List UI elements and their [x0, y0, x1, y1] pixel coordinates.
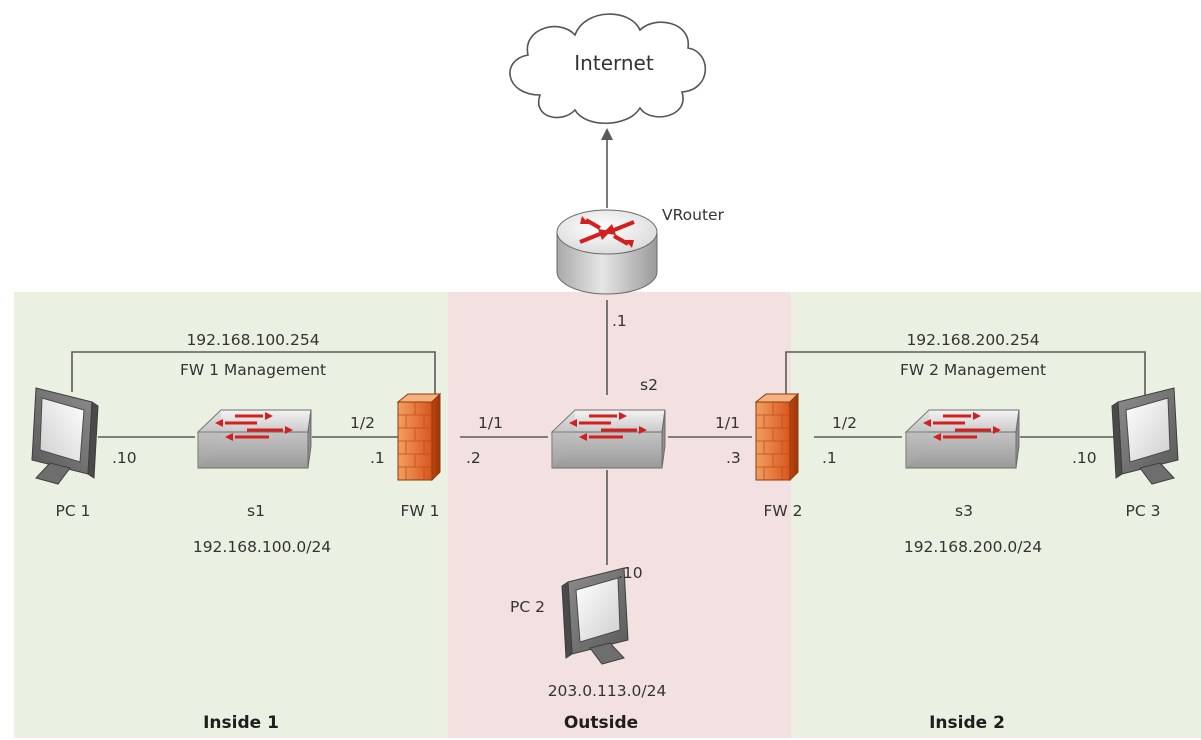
vrouter-label: VRouter [662, 206, 725, 224]
fw1-label: FW 1 [400, 502, 439, 520]
pc2-label: PC 2 [510, 598, 545, 616]
fw1-ip-inside: .1 [370, 449, 385, 467]
pc3-label: PC 3 [1126, 502, 1161, 520]
s2-label: s2 [640, 376, 658, 394]
s3-label: s3 [955, 502, 973, 520]
link-fw2-management [785, 351, 1146, 400]
pc1-label: PC 1 [56, 502, 91, 520]
fw2-ip-inside: .1 [822, 449, 837, 467]
fw1-ip-outside: .2 [466, 449, 481, 467]
switch-icon [550, 408, 667, 470]
internet-label: Internet [574, 51, 654, 75]
pc2-ip: .10 [618, 564, 643, 582]
link-arrow-up [601, 128, 613, 140]
router-icon [556, 209, 658, 295]
fw1-port-inside: 1/2 [350, 414, 375, 432]
switch-icon [904, 408, 1021, 470]
fw1-management-label: FW 1 Management [180, 361, 326, 379]
fw2-management-ip: 192.168.200.254 [906, 331, 1039, 349]
fw2-ip-outside: .3 [726, 449, 741, 467]
fw2-port-outside: 1/1 [715, 414, 740, 432]
s1-label: s1 [247, 502, 265, 520]
zone-inside-2 [791, 292, 1201, 738]
fw2-label: FW 2 [763, 502, 802, 520]
fw1-port-outside: 1/1 [478, 414, 503, 432]
subnet-inside-1: 192.168.100.0/24 [193, 538, 331, 556]
subnet-outside: 203.0.113.0/24 [548, 682, 667, 700]
zone-inside-1 [14, 292, 448, 738]
subnet-inside-2: 192.168.200.0/24 [904, 538, 1042, 556]
zone-outside [448, 292, 791, 738]
fw2-port-inside: 1/2 [832, 414, 857, 432]
zone-inside-1-label: Inside 1 [203, 713, 279, 733]
fw1-management-ip: 192.168.100.254 [186, 331, 319, 349]
pc1-ip: .10 [112, 449, 137, 467]
vrouter-s2-ip: .1 [612, 312, 627, 330]
zone-outside-label: Outside [564, 713, 638, 733]
zone-inside-2-label: Inside 2 [929, 713, 1005, 733]
link-fw1-management [71, 351, 436, 400]
firewall-icon [397, 393, 441, 481]
pc3-ip: .10 [1072, 449, 1097, 467]
switch-icon [196, 408, 313, 470]
fw2-management-label: FW 2 Management [900, 361, 1046, 379]
cloud-icon [509, 13, 707, 125]
firewall-icon [755, 393, 799, 481]
